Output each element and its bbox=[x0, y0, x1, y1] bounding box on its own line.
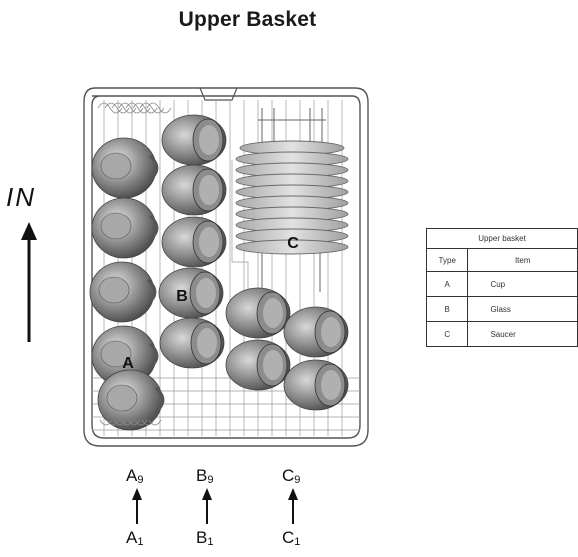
grid-wire bbox=[231, 160, 249, 300]
legend-row-item: Glass bbox=[467, 296, 578, 322]
b1-text: B1 bbox=[196, 528, 214, 548]
position-arrow-c bbox=[288, 488, 298, 524]
glass bbox=[283, 359, 349, 411]
c9-text: C9 bbox=[282, 466, 301, 486]
cup bbox=[91, 197, 159, 259]
position-arrow-b bbox=[202, 488, 212, 524]
legend-row-type: C bbox=[425, 321, 469, 347]
position-label-b9: B9 bbox=[196, 466, 213, 486]
glass bbox=[225, 339, 291, 391]
glass-type-label: B bbox=[176, 288, 188, 305]
glass bbox=[283, 306, 349, 358]
legend-table: Upper basket Type Item A Cup B Glass C S… bbox=[425, 228, 578, 347]
a1-text: A1 bbox=[126, 528, 144, 548]
cup bbox=[89, 261, 157, 323]
cup bbox=[91, 137, 159, 199]
saucer-type-label: C bbox=[287, 235, 299, 252]
legend-header-item: Item bbox=[467, 248, 578, 272]
basket-frame bbox=[83, 87, 369, 447]
glass bbox=[161, 114, 227, 166]
cup-rack-wires bbox=[97, 102, 172, 426]
saucer bbox=[235, 239, 349, 255]
glass bbox=[158, 267, 224, 319]
legend-row-type: A bbox=[425, 271, 469, 297]
in-direction-label: IN bbox=[6, 182, 36, 212]
cup-group bbox=[89, 102, 172, 431]
glass-group bbox=[158, 114, 349, 411]
position-arrow-a bbox=[132, 488, 142, 524]
glass bbox=[161, 164, 227, 216]
legend-row-type: B bbox=[425, 296, 469, 322]
legend-row-item: Cup bbox=[467, 271, 578, 297]
in-arrow bbox=[21, 222, 37, 342]
saucer-stack bbox=[235, 140, 349, 255]
b9-text: B9 bbox=[196, 466, 214, 486]
legend-header-type: Type bbox=[425, 248, 469, 272]
legend-row-item: Saucer bbox=[467, 321, 578, 347]
glass bbox=[161, 216, 227, 268]
legend-caption: Upper basket bbox=[426, 228, 578, 249]
position-label-b1: B1 bbox=[196, 528, 213, 548]
position-label-c9: C9 bbox=[282, 466, 300, 486]
position-label-c1: C1 bbox=[282, 528, 300, 548]
cup bbox=[97, 369, 165, 431]
glass bbox=[159, 317, 225, 369]
c1-text: C1 bbox=[282, 528, 301, 548]
position-label-a1: A1 bbox=[126, 528, 143, 548]
a9-text: A9 bbox=[126, 466, 144, 486]
cup-type-label: A bbox=[122, 355, 134, 372]
position-label-a9: A9 bbox=[126, 466, 143, 486]
glass bbox=[225, 287, 291, 339]
diagram-title: Upper Basket bbox=[178, 8, 317, 31]
